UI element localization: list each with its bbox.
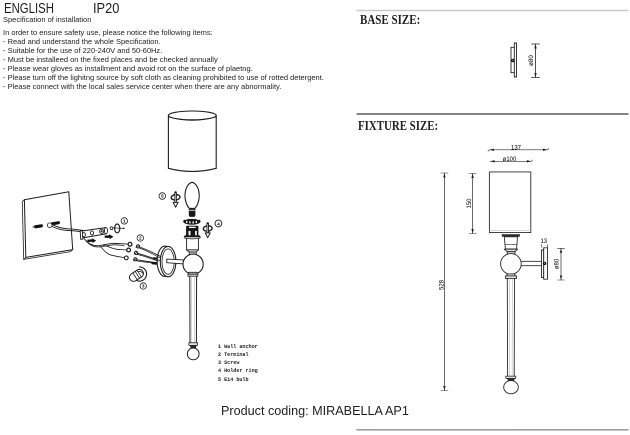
svg-text:ø100: ø100 <box>503 157 517 163</box>
svg-text:1: 1 <box>123 219 126 225</box>
svg-text:ø80: ø80 <box>528 55 535 66</box>
svg-text:137: 137 <box>511 145 522 151</box>
svg-text:150: 150 <box>467 198 473 209</box>
svg-text:5: 5 <box>161 194 164 200</box>
svg-text:528: 528 <box>439 279 445 290</box>
svg-text:3: 3 <box>142 284 145 290</box>
svg-text:13: 13 <box>540 239 547 245</box>
svg-text:ø80: ø80 <box>555 258 561 269</box>
svg-text:2: 2 <box>139 236 142 242</box>
svg-text:4: 4 <box>217 221 220 227</box>
